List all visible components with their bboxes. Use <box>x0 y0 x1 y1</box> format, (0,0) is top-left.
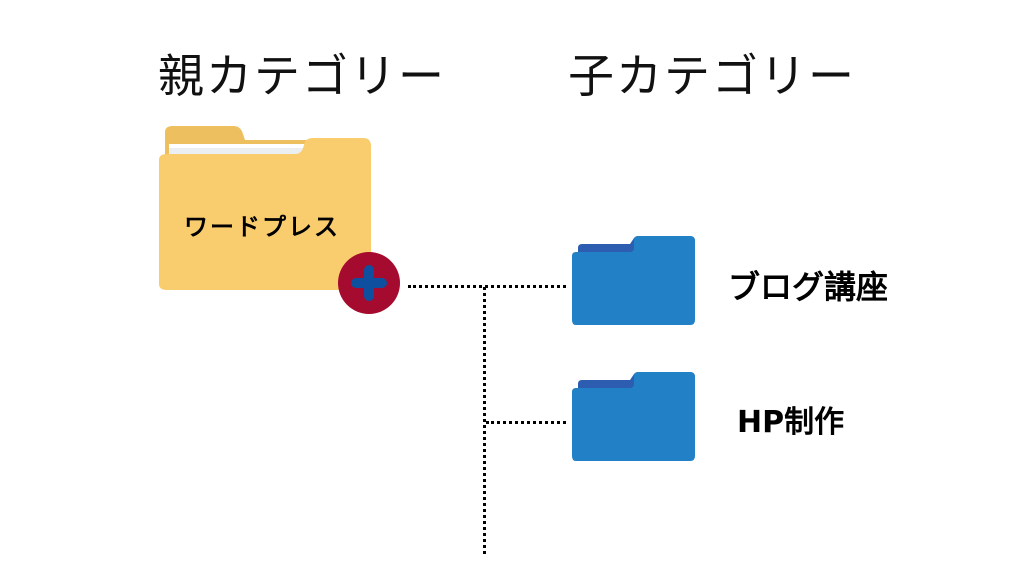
connector-trunk <box>483 287 486 554</box>
child-folder-icon <box>572 236 695 325</box>
connector-line <box>408 285 566 288</box>
parent-folder-icon <box>159 126 371 290</box>
child-category-label: ブログ講座 <box>728 268 889 306</box>
plus-icon[interactable] <box>336 250 402 316</box>
child-category-label: HP制作 <box>737 405 845 440</box>
child-category-heading: 子カテゴリー <box>568 49 856 103</box>
parent-category-label: ワードプレス <box>184 213 340 241</box>
child-folder-icon <box>572 372 695 461</box>
parent-category-heading: 親カテゴリー <box>158 49 446 103</box>
connector-line <box>486 421 566 424</box>
